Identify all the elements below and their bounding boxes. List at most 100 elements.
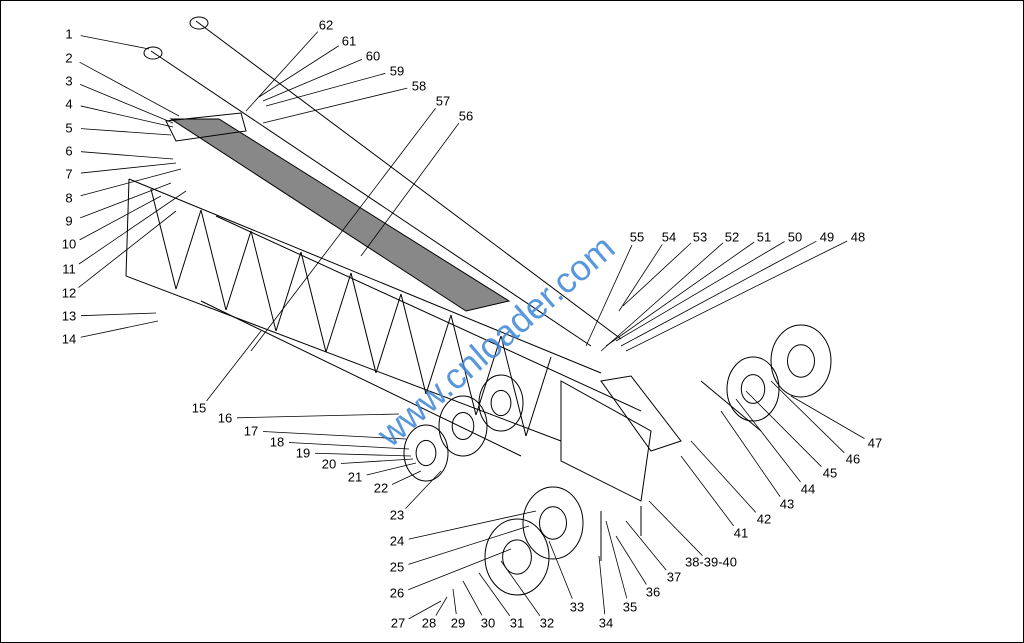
callout-label: 26 bbox=[389, 585, 405, 601]
callout-label: 54 bbox=[661, 229, 677, 245]
leader-line bbox=[80, 320, 159, 338]
callout-label: 38-39-40 bbox=[684, 554, 738, 570]
leader-line bbox=[80, 105, 174, 128]
boom-base-plate bbox=[600, 375, 682, 452]
leader-line bbox=[80, 182, 172, 219]
leader-line bbox=[598, 555, 606, 615]
leader-line bbox=[600, 242, 724, 352]
boom-base-frame bbox=[560, 380, 652, 502]
callout-label: 9 bbox=[65, 213, 73, 229]
leader-line bbox=[462, 580, 483, 616]
callout-label: 19 bbox=[295, 445, 311, 461]
callout-label: 11 bbox=[62, 261, 76, 277]
callout-label: 50 bbox=[787, 229, 803, 245]
callout-label: 37 bbox=[666, 569, 682, 585]
leader-line bbox=[80, 128, 172, 136]
callout-label: 58 bbox=[411, 78, 427, 94]
idler-wheel bbox=[484, 518, 550, 596]
leader-line bbox=[262, 87, 408, 124]
callout-label: 51 bbox=[756, 229, 772, 245]
callout-label: 35 bbox=[622, 599, 638, 615]
callout-label: 41 bbox=[733, 525, 749, 541]
leader-line bbox=[80, 312, 157, 317]
leader-line bbox=[408, 600, 442, 620]
leader-line bbox=[452, 588, 457, 615]
leader-line bbox=[720, 410, 781, 497]
leader-line bbox=[288, 442, 410, 450]
callout-label: 12 bbox=[61, 285, 77, 301]
leader-line bbox=[258, 45, 340, 98]
idler-wheel-hub bbox=[787, 344, 815, 378]
idler-wheel bbox=[770, 324, 832, 398]
tie-rod bbox=[150, 50, 592, 347]
leader-line bbox=[80, 35, 150, 50]
leader-line bbox=[790, 395, 865, 439]
callout-label: 56 bbox=[458, 108, 474, 124]
callout-label: 61 bbox=[341, 33, 357, 49]
callout-label: 49 bbox=[819, 229, 835, 245]
callout-label: 52 bbox=[724, 229, 740, 245]
truss-brace bbox=[250, 230, 277, 332]
leader-line bbox=[80, 151, 174, 160]
idler-wheel-hub bbox=[740, 374, 766, 404]
leader-line bbox=[366, 462, 417, 476]
leader-line bbox=[585, 244, 633, 347]
truss-brace bbox=[225, 230, 252, 311]
leader-line bbox=[80, 168, 182, 197]
boom-bottom-chord-rear bbox=[200, 300, 522, 457]
leader-line bbox=[625, 520, 667, 571]
callout-label: 8 bbox=[65, 190, 73, 206]
leader-line bbox=[265, 72, 386, 107]
callout-label: 16 bbox=[217, 410, 233, 426]
callout-label: 45 bbox=[822, 465, 838, 481]
callout-label: 25 bbox=[389, 559, 405, 575]
leader-line bbox=[391, 470, 422, 485]
callout-label: 36 bbox=[645, 584, 661, 600]
axle-shaft bbox=[700, 380, 762, 432]
truss-brace bbox=[500, 335, 527, 437]
leader-line bbox=[478, 572, 511, 617]
leader-line bbox=[245, 31, 319, 112]
callout-label: 34 bbox=[598, 615, 614, 631]
callout-label: 27 bbox=[390, 615, 406, 631]
truss-brace bbox=[275, 251, 302, 332]
boom-top-chord-rear bbox=[215, 215, 642, 412]
idler-wheel bbox=[478, 374, 524, 432]
callout-label: 4 bbox=[65, 96, 73, 112]
leader-line bbox=[314, 452, 412, 457]
boom-top-chord bbox=[128, 178, 602, 374]
callout-label: 1 bbox=[65, 26, 73, 42]
leader-line bbox=[262, 59, 363, 102]
leader-line bbox=[79, 195, 162, 241]
boom-end-post bbox=[125, 178, 130, 277]
leader-line bbox=[408, 510, 537, 540]
idler-wheel-hub bbox=[502, 539, 532, 575]
leader-line bbox=[735, 398, 801, 483]
leader-line bbox=[625, 240, 848, 352]
callout-label: 42 bbox=[756, 511, 772, 527]
idler-wheel bbox=[726, 356, 780, 422]
truss-brace bbox=[400, 293, 427, 395]
callout-label: 22 bbox=[373, 480, 389, 496]
callout-label: 43 bbox=[779, 496, 795, 512]
idler-wheel bbox=[522, 486, 584, 560]
callout-label: 47 bbox=[867, 435, 883, 451]
leader-line bbox=[360, 122, 460, 257]
leader-line bbox=[622, 242, 692, 307]
truss-brace bbox=[350, 272, 377, 374]
leader-line bbox=[615, 535, 647, 585]
leader-line bbox=[620, 240, 817, 347]
leader-line bbox=[605, 520, 628, 599]
idler-wheel bbox=[403, 424, 449, 482]
callout-label: 14 bbox=[61, 331, 77, 347]
idler-wheel-hub bbox=[415, 439, 437, 467]
idler-wheel-hub bbox=[539, 506, 567, 540]
leader-line bbox=[605, 241, 755, 347]
callout-label: 31 bbox=[509, 615, 525, 631]
truss-brace bbox=[300, 251, 327, 353]
leader-line bbox=[80, 162, 177, 174]
callout-label: 17 bbox=[243, 423, 259, 439]
boom-bottom-chord bbox=[125, 275, 562, 442]
callout-label: 6 bbox=[65, 143, 73, 159]
callout-label: 32 bbox=[539, 615, 555, 631]
